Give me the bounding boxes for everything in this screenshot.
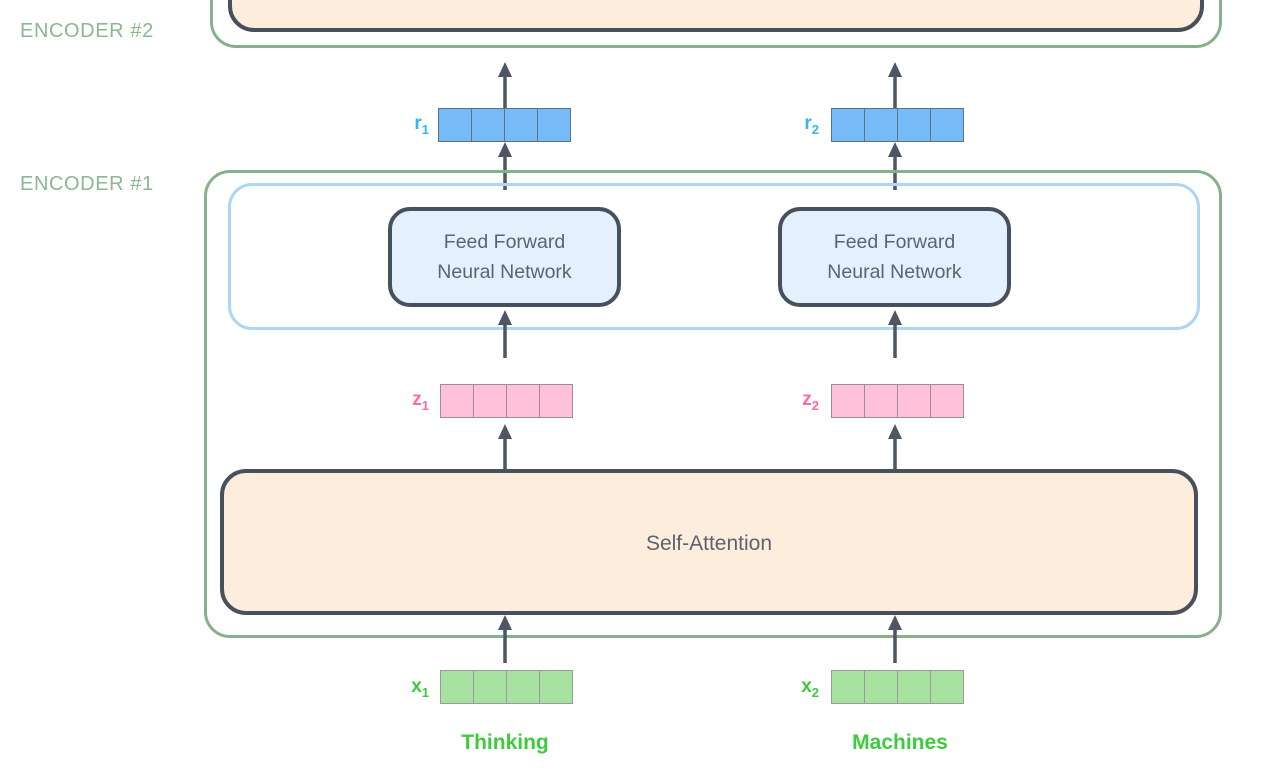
vector-cell (864, 384, 898, 418)
arrow-z1-to-ffn1 (497, 310, 513, 358)
feed-forward-box-1: Feed Forward Neural Network (388, 207, 621, 307)
vector-label-x1: x1 (411, 676, 429, 700)
self-attention-block: Self-Attention (220, 469, 1198, 615)
vector-cell (506, 670, 540, 704)
vector-cell (930, 670, 964, 704)
vector-label-r2: r2 (804, 113, 819, 137)
vector-cell (831, 384, 865, 418)
vector-x1 (440, 670, 573, 704)
arrow-z2-to-ffn2 (887, 310, 903, 358)
arrow-selfattention-to-z2 (887, 424, 903, 472)
vector-label-z1: z1 (412, 389, 429, 413)
vector-cell (539, 670, 573, 704)
vector-z2 (831, 384, 964, 418)
encoder-2-self-attention-block (228, 0, 1204, 32)
feed-forward-line-2: Neural Network (827, 261, 962, 283)
vector-cell (473, 384, 507, 418)
self-attention-label: Self-Attention (645, 532, 773, 555)
word-label-machines: Machines (852, 731, 948, 754)
vector-cell (864, 670, 898, 704)
vector-label-r1: r1 (414, 113, 429, 137)
vector-label-z2: z2 (802, 389, 819, 413)
vector-cell (897, 108, 931, 142)
vector-cell (930, 108, 964, 142)
vector-cell (537, 108, 571, 142)
arrow-r1-to-encoder2 (497, 62, 513, 110)
vector-cell (864, 108, 898, 142)
vector-cell (831, 108, 865, 142)
feed-forward-box-2: Feed Forward Neural Network (778, 207, 1011, 307)
arrow-x2-to-selfattention (887, 615, 903, 663)
vector-cell (504, 108, 538, 142)
vector-cell (897, 670, 931, 704)
vector-x2 (831, 670, 964, 704)
vector-cell (930, 384, 964, 418)
vector-r1 (438, 108, 571, 142)
feed-forward-line-1: Feed Forward (443, 230, 566, 253)
vector-cell (440, 670, 474, 704)
encoder-1-label: ENCODER #1 (20, 173, 154, 195)
vector-cell (471, 108, 505, 142)
encoder-2-frame (210, 0, 1222, 48)
vector-r2 (831, 108, 964, 142)
vector-label-x2: x2 (801, 676, 819, 700)
vector-z1 (440, 384, 573, 418)
vector-cell (897, 384, 931, 418)
vector-cell (506, 384, 540, 418)
arrow-selfattention-to-z1 (497, 424, 513, 472)
encoder-2-label: ENCODER #2 (20, 20, 154, 42)
arrow-x1-to-selfattention (497, 615, 513, 663)
feed-forward-sublayer-container (228, 183, 1200, 330)
vector-cell (440, 384, 474, 418)
feed-forward-line-1: Feed Forward (833, 230, 956, 253)
vector-cell (539, 384, 573, 418)
vector-cell (831, 670, 865, 704)
word-label-thinking: Thinking (461, 731, 549, 754)
encoder-1-frame (204, 170, 1222, 638)
vector-cell (438, 108, 472, 142)
feed-forward-line-2: Neural Network (437, 261, 572, 283)
arrow-r2-to-encoder2 (887, 62, 903, 110)
vector-cell (473, 670, 507, 704)
